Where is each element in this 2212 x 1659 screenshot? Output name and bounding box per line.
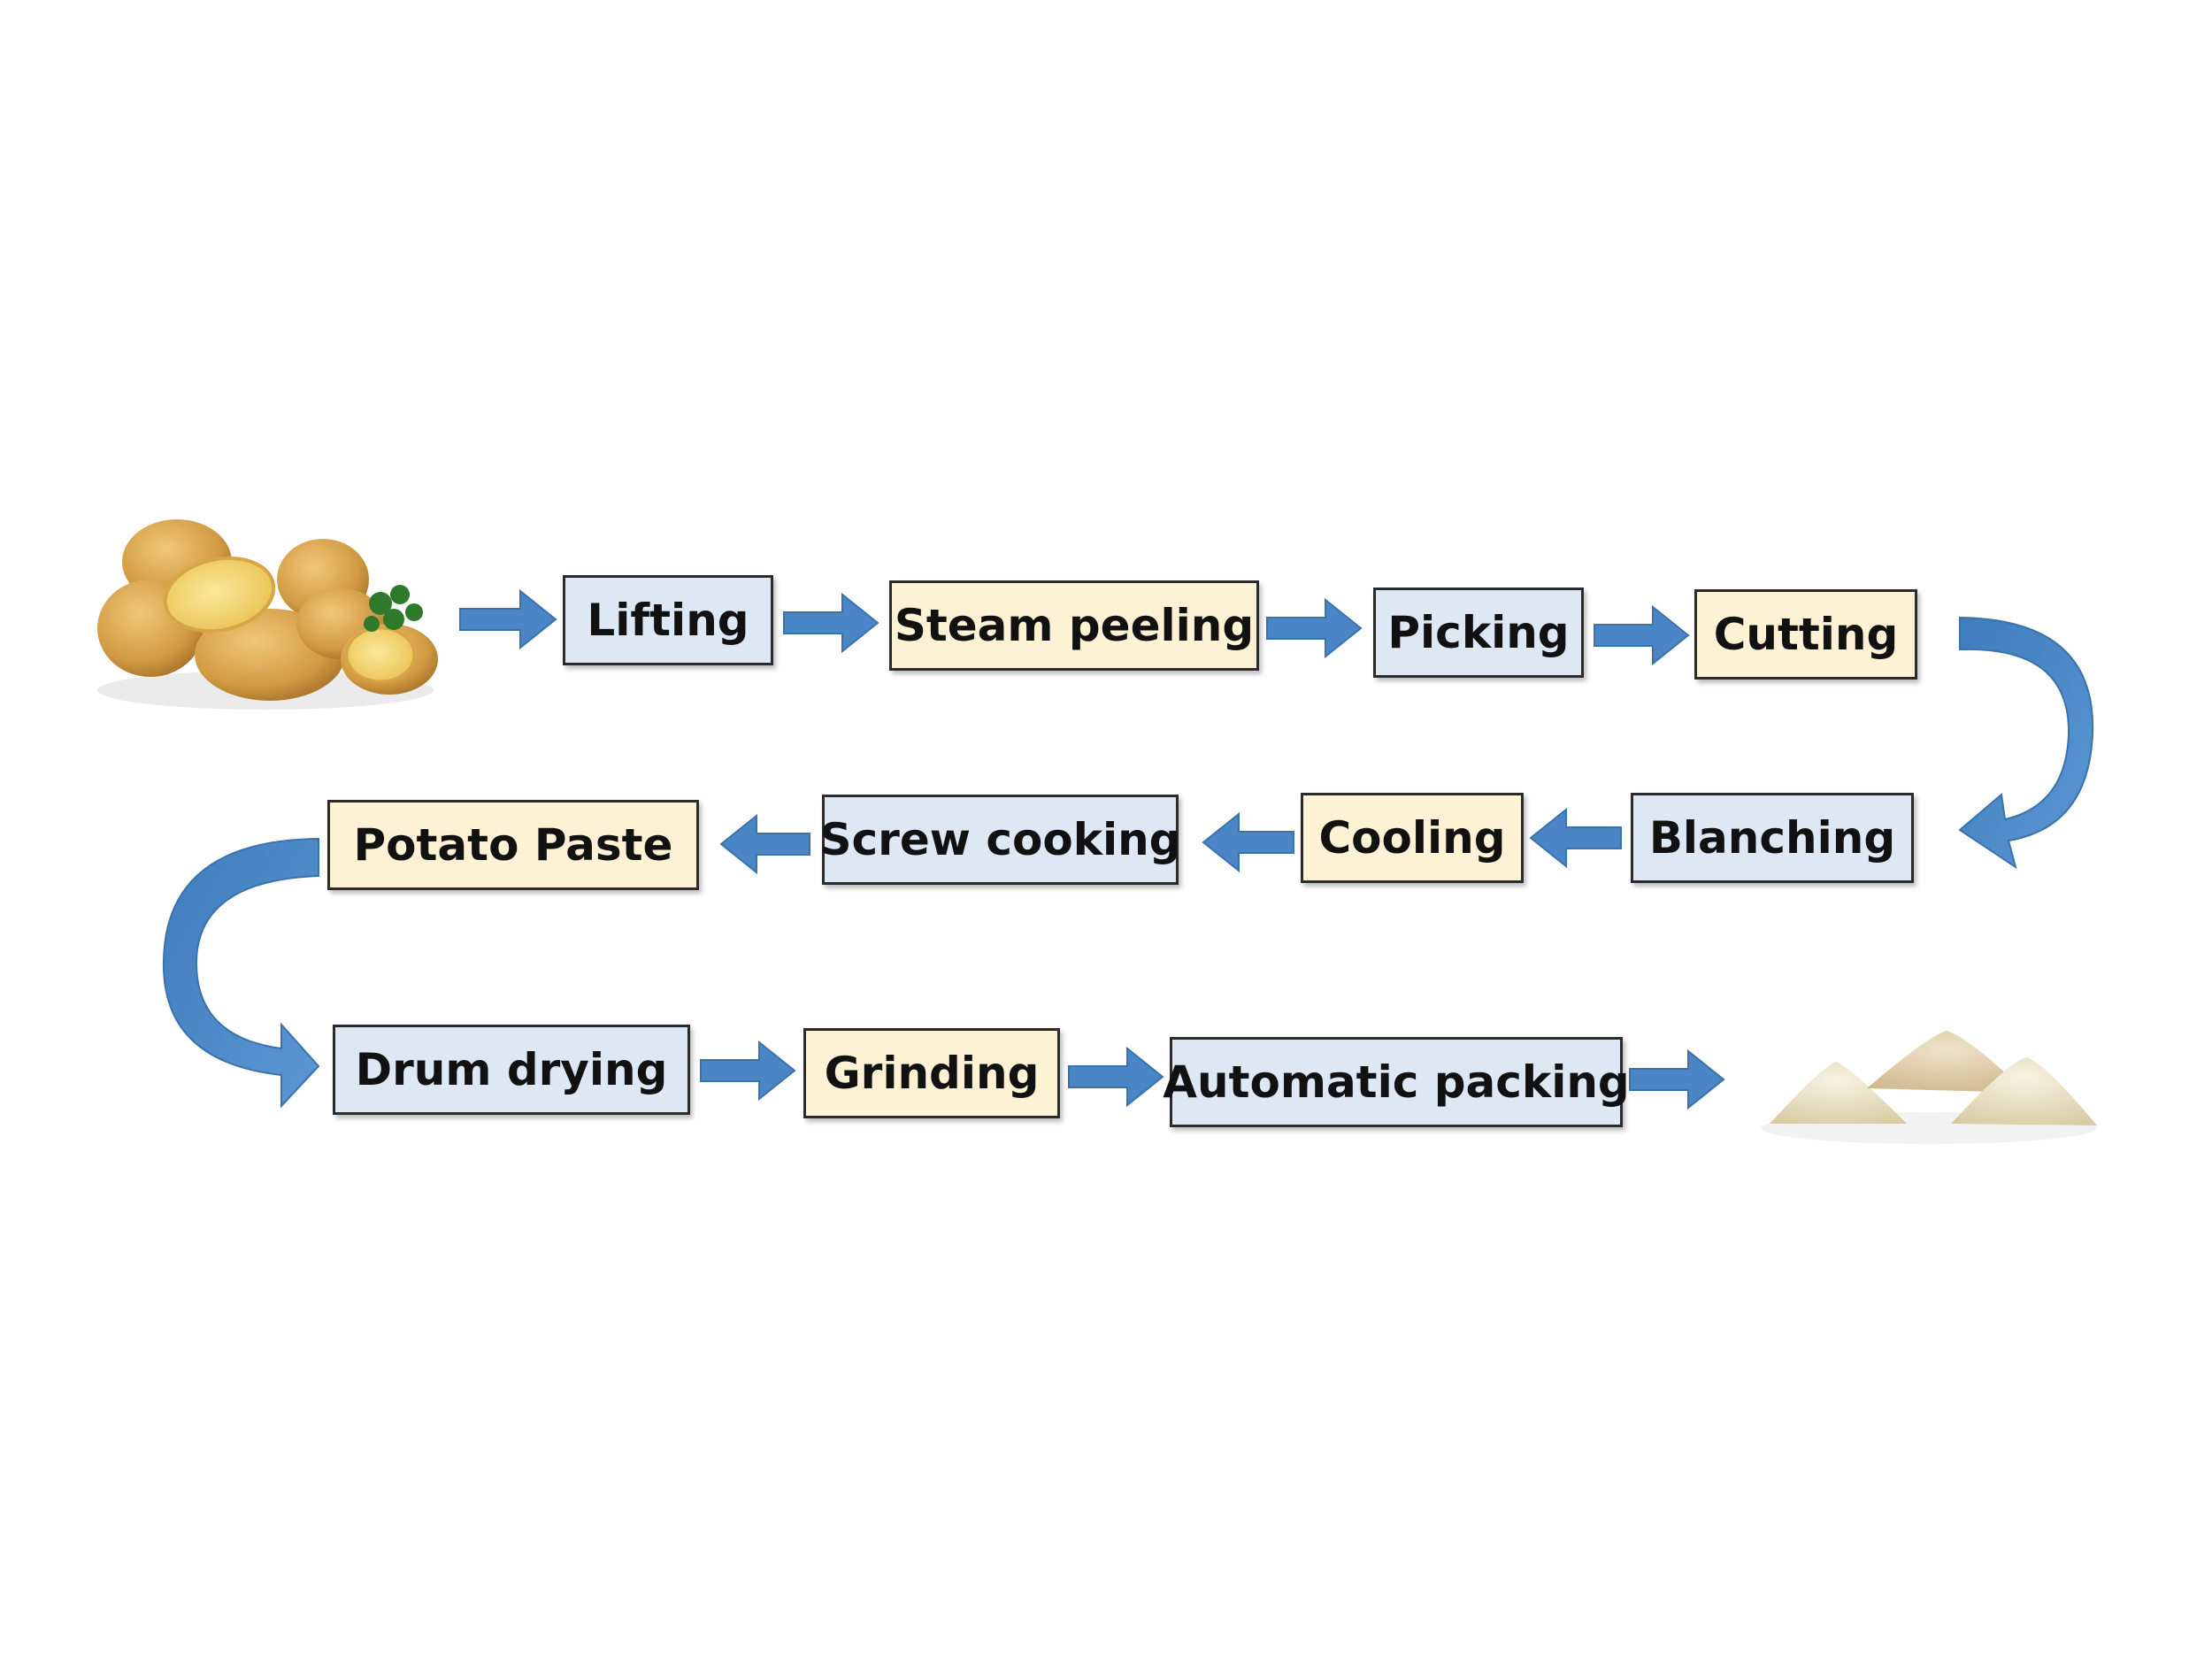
curved-arrow-cutting-to-blanching [1958, 616, 2094, 870]
step-label: Lifting [587, 595, 749, 646]
step-label: Drum drying [355, 1044, 668, 1095]
arrow-blanching-to-cooling [1529, 807, 1622, 869]
potato-powder-image [1761, 1031, 2097, 1144]
step-label: Blanching [1648, 812, 1896, 864]
step-lifting: Lifting [563, 575, 773, 665]
step-picking: Picking [1373, 588, 1584, 678]
step-automatic-packing: Automatic packing [1163, 1037, 1630, 1127]
step-label: Automatic packing [1163, 1056, 1630, 1108]
step-grinding: Grinding [803, 1028, 1060, 1118]
step-potato-paste: Potato Paste [327, 800, 699, 890]
step-blanching: Blanching [1631, 793, 1914, 883]
step-cutting: Cutting [1694, 589, 1917, 680]
arrow-lifting-to-steam-peeling [783, 592, 879, 654]
step-label: Cooling [1318, 812, 1506, 864]
step-label: Steam peeling [894, 600, 1255, 651]
step-cooling: Cooling [1301, 793, 1524, 883]
step-label: Grinding [824, 1048, 1040, 1099]
arrow-screw-cooking-to-potato-paste [719, 813, 810, 875]
arrow-steam-peeling-to-picking [1266, 597, 1363, 659]
arrow-cooling-to-screw-cooking [1202, 811, 1294, 873]
arrow-drum-drying-to-grinding [700, 1040, 796, 1102]
step-steam-peeling: Steam peeling [889, 580, 1259, 671]
step-label: Potato Paste [353, 819, 673, 871]
step-label: Picking [1387, 607, 1570, 658]
arrow-grinding-to-automatic-packing [1068, 1046, 1164, 1108]
raw-potatoes-image [97, 519, 438, 710]
arrow-picking-to-cutting [1594, 604, 1690, 666]
step-label: Screw cooking [819, 814, 1181, 865]
step-drum-drying: Drum drying [333, 1025, 690, 1115]
curved-arrow-potato-paste-to-drum-drying [162, 837, 320, 1109]
arrow-start-to-lifting [459, 588, 557, 650]
step-label: Cutting [1713, 609, 1899, 660]
arrow-automatic-packing-to-end [1629, 1048, 1725, 1110]
step-screw-cooking: Screw cooking [819, 795, 1181, 885]
